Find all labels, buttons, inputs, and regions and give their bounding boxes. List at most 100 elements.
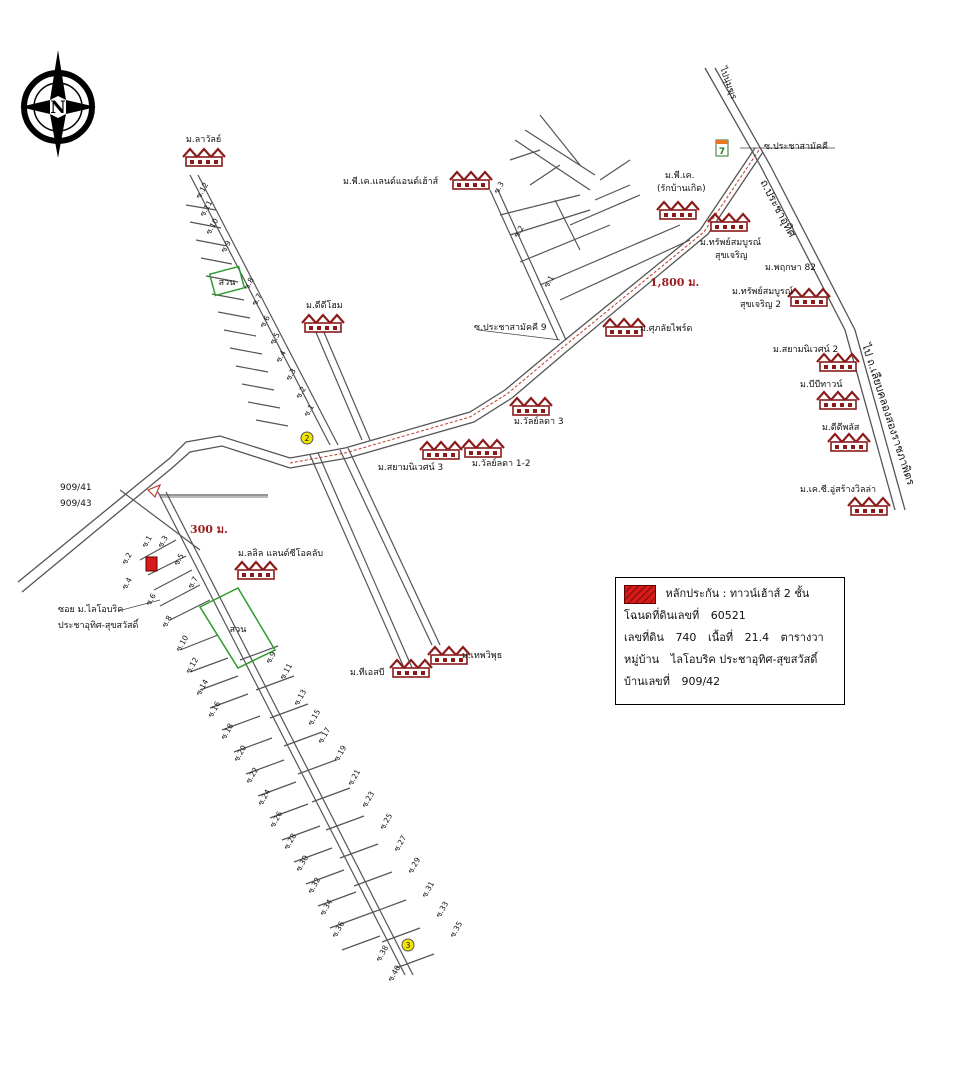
soi-label: ซ.27 bbox=[392, 834, 408, 853]
soi-label: ซ.13 bbox=[292, 688, 308, 707]
legend-box: หลักประกัน : ทาวน์เฮ้าส์ 2 ชั้น โฉนดที่ด… bbox=[615, 577, 845, 705]
legend-land-label: เลขที่ดิน bbox=[624, 631, 664, 644]
soi-label: ซ.38 bbox=[374, 944, 390, 963]
village-label: ม.พฤกษา 82 bbox=[765, 263, 816, 273]
svg-text:3: 3 bbox=[406, 941, 411, 950]
soi-label: ซ.9 bbox=[264, 650, 278, 665]
soi-label: ซ.1 bbox=[302, 403, 316, 418]
legend-land-row: เลขที่ดิน 740 เนื้อที่ 21.4 ตารางวา bbox=[624, 627, 836, 649]
marker-2: 2 bbox=[300, 431, 314, 445]
legend-collateral-value: ทาวน์เฮ้าส์ 2 ชั้น bbox=[729, 587, 810, 600]
soi-label: ซ.19 bbox=[332, 744, 348, 763]
soi-label: ซ.17 bbox=[316, 726, 332, 745]
marker-3: 3 bbox=[401, 938, 415, 952]
park-2-label: สวน bbox=[230, 625, 247, 635]
pk-road-network bbox=[489, 114, 691, 341]
village-label: ม.ลาวัลย์ bbox=[186, 133, 221, 145]
soi-prachasamakkhi-9-label: ซ.ประชาสามัคคี 9 bbox=[474, 322, 547, 333]
right-highway bbox=[704, 67, 906, 511]
legend-village-value: ไลโอบริค ประชาอุทิศ-สุขสวัสดิ์ bbox=[670, 653, 818, 666]
soi-label: ซ.6 bbox=[258, 314, 272, 329]
soi-label: ซ.25 bbox=[378, 812, 394, 831]
soi-label: ซ.6 bbox=[144, 592, 158, 607]
svg-text:7: 7 bbox=[719, 147, 725, 157]
house-icon bbox=[508, 396, 554, 417]
legend-area-value: 21.4 bbox=[744, 631, 770, 644]
distance-short: 300 ม. bbox=[190, 523, 228, 536]
legend-land-value: 740 bbox=[675, 631, 697, 644]
start-point-icon bbox=[146, 483, 162, 499]
village-label: ม.สยามนิเวศน์ 2 bbox=[773, 343, 838, 355]
house-icon bbox=[388, 658, 434, 679]
house-icon bbox=[460, 438, 506, 459]
soi-label: ซ.4 bbox=[274, 349, 288, 364]
soi-label: ซ.15 bbox=[306, 708, 322, 727]
soi-label: ซ.1 bbox=[140, 534, 154, 549]
soi-label: ซ.29 bbox=[406, 856, 422, 875]
soi-label: ซ.10 bbox=[174, 634, 190, 653]
svg-text:2: 2 bbox=[305, 434, 310, 443]
house-icon bbox=[233, 560, 279, 581]
soi-label: ซ.20 bbox=[232, 744, 248, 763]
collateral-marker[interactable] bbox=[145, 556, 158, 572]
village-label: ม.พี.เค. bbox=[665, 170, 695, 181]
soi-labels-even: ซ.2 ซ.4 ซ.6 ซ.8 ซ.10 ซ.12 ซ.14 ซ.16 ซ.18… bbox=[120, 551, 402, 983]
soi-label: ซ.9 bbox=[219, 239, 233, 254]
village-label: ม.ลลิล แลนด์ซีโอคลับ bbox=[238, 547, 323, 559]
house-icon bbox=[815, 390, 861, 411]
collateral-swatch-icon bbox=[624, 584, 656, 604]
village-labels: ม.ลาวัลย์ ม.พี.เค.แลนด์แอนด์เฮ้าส์ ม.พี.… bbox=[186, 133, 876, 678]
house-icon bbox=[655, 200, 701, 221]
house-number-909-41: 909/41 bbox=[60, 483, 92, 493]
village-label: ม.วัลย์ลดา 3 bbox=[514, 415, 564, 427]
soi-labels-pk: ซ.3 ซ.2 ซ.1 bbox=[492, 180, 556, 289]
soi-label: ซ.18 bbox=[219, 722, 235, 741]
distance-main: 1,800 ม. bbox=[650, 276, 699, 289]
village-label: ม.ทรัพย์สมบูรณ์ bbox=[732, 285, 793, 297]
village-label: ม.พี.เค.แลนด์แอนด์เฮ้าส์ bbox=[343, 175, 439, 187]
soi-label: ซ.31 bbox=[420, 880, 436, 899]
park-1-label: สวน bbox=[219, 278, 236, 288]
park-1 bbox=[208, 265, 246, 297]
compass-rose-icon: N bbox=[20, 50, 96, 158]
house-icon bbox=[826, 432, 872, 453]
village-label: ม.บีบีทาวน์ bbox=[800, 378, 843, 390]
soi-label: ซ.35 bbox=[448, 920, 464, 939]
legend-deed-value: 60521 bbox=[710, 609, 746, 622]
village-label: สุขเจริญ 2 bbox=[740, 299, 781, 310]
seven-eleven-logo-icon: 7 bbox=[715, 139, 729, 157]
village-label: ม.สยามนิเวศน์ 3 bbox=[378, 461, 443, 473]
soi-label: ซ.2 bbox=[120, 551, 134, 566]
legend-house-value: 909/42 bbox=[681, 675, 721, 688]
soi-label: ซ.21 bbox=[346, 768, 362, 787]
park-2 bbox=[198, 587, 277, 669]
soi-label: ซ.1 bbox=[542, 274, 556, 289]
house-icon bbox=[601, 317, 647, 338]
legend-house-row: บ้านเลขที่ 909/42 bbox=[624, 671, 836, 693]
house-icon bbox=[706, 212, 752, 233]
legend-deed-row: โฉนดที่ดินเลขที่ 60521 bbox=[624, 605, 836, 627]
village-label: ม.ดีดีโฮม bbox=[306, 300, 343, 311]
soi-label: ซ.4 bbox=[120, 576, 134, 591]
soi-label: ซ.22 bbox=[244, 766, 260, 785]
lower-soi-road bbox=[119, 489, 435, 976]
soi-label: ซ.3 bbox=[492, 180, 506, 195]
house-icon bbox=[418, 440, 464, 461]
soi-label: ซ.12 bbox=[194, 181, 210, 200]
house-icon bbox=[786, 287, 832, 308]
soi-label: ซ.16 bbox=[206, 700, 222, 719]
road-label-east: ไป ถ.เลียบคลองสองราชภาพิตร bbox=[859, 341, 917, 487]
soi-label: ซ.23 bbox=[360, 790, 376, 809]
village-label: ม.ทีเอสบี bbox=[350, 667, 385, 678]
soi-labels-odd: ซ.1 ซ.3 ซ.5 ซ.7 ซ.9 ซ.11 ซ.13 ซ.15 ซ.17 … bbox=[140, 534, 464, 939]
legend-area-unit: ตารางวา bbox=[780, 631, 824, 644]
soi-label: ซ.8 bbox=[160, 614, 174, 629]
main-road bbox=[17, 147, 764, 593]
soi-label: ซ.7 bbox=[186, 575, 200, 590]
soi-loi-label-2: ประชาอุทิศ-สุขสวัสดิ์ bbox=[58, 618, 140, 631]
house-number-909-43: 909/43 bbox=[60, 499, 92, 509]
soi-loi-label: ซอย ม.ไลโอบริค bbox=[58, 604, 123, 615]
village-label: (รักบ้านเกิด) bbox=[657, 183, 706, 194]
village-label: ม.ศุภลัยไพร์ด bbox=[640, 322, 693, 334]
soi-label: ซ.33 bbox=[434, 900, 450, 919]
